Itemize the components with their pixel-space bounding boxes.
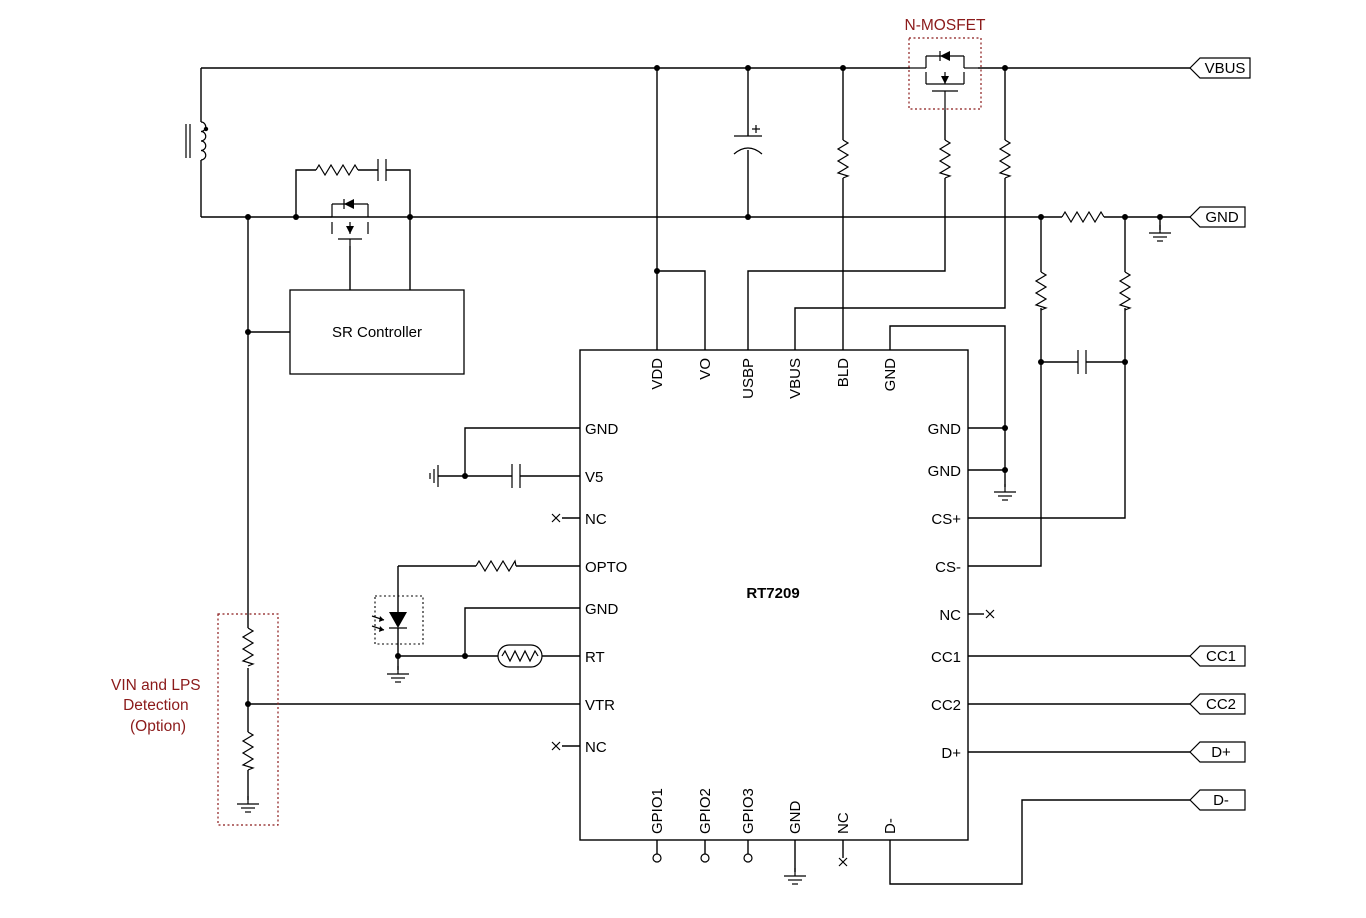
vin-upper-resistor (241, 627, 255, 667)
pin-cs-plus: CS+ (931, 511, 961, 528)
pin-vtr: VTR (585, 697, 615, 714)
cs-plus-resistor (1118, 271, 1132, 311)
n-mosfet-outline (908, 37, 982, 110)
pin-nc-right: NC (939, 607, 961, 624)
pin-rt: RT (585, 649, 605, 666)
svg-text:VBUS: VBUS (1205, 60, 1246, 77)
vbus-resistor (998, 139, 1012, 179)
opto-resistor (475, 559, 517, 573)
connector-cc2: CC2 (1189, 693, 1246, 715)
ntc-thermistor-icon (497, 644, 543, 668)
n-mosfet-icon (910, 51, 978, 110)
svg-text:CC2: CC2 (1206, 696, 1236, 713)
pin-nc-bottom: NC (835, 812, 852, 834)
chip-right-pins: GND GND CS+ CS- NC CC1 CC2 D+ (928, 421, 962, 762)
sense-resistor (1061, 210, 1105, 224)
pin-opto: OPTO (585, 559, 627, 576)
optocoupler-led-icon (371, 612, 407, 632)
bld-resistor (836, 139, 850, 179)
pin-gpio1: GPIO1 (649, 788, 666, 834)
pin-bld: BLD (835, 358, 852, 387)
snubber-resistor (315, 163, 359, 177)
pin-gnd-right-1: GND (928, 421, 962, 438)
gnd-icon-main (1148, 224, 1172, 242)
pin-gnd-left-1: GND (585, 421, 619, 438)
gpio-open-terminals (652, 853, 753, 863)
sr-controller-label: SR Controller (332, 324, 422, 341)
pin-d-minus: D- (882, 818, 899, 834)
pin-vo: VO (697, 358, 714, 380)
connector-d-plus: D+ (1189, 741, 1246, 763)
chip-top-pins: VDD VO USBP VBUS BLD GND (649, 358, 899, 399)
gate-resistor (938, 139, 952, 179)
svg-text:D+: D+ (1211, 744, 1231, 761)
sr-controller-box (289, 289, 465, 375)
cs-minus-resistor (1034, 271, 1048, 311)
pin-v5: V5 (585, 469, 603, 486)
gnd-icon-rt (386, 665, 410, 683)
gnd-icon-right-pins (993, 483, 1017, 501)
snubber-capacitor (377, 159, 387, 181)
vin-detection-label: VIN and LPS Detection (Option) (111, 677, 205, 735)
connector-gnd: GND (1189, 206, 1246, 228)
vin-lower-resistor (241, 731, 255, 771)
pin-vdd: VDD (649, 358, 666, 390)
pin-gpio3: GPIO3 (740, 788, 757, 834)
pin-cc1: CC1 (931, 649, 961, 666)
pin-cs-minus: CS- (935, 559, 961, 576)
pin-gnd-right-2: GND (928, 463, 962, 480)
sr-mosfet-icon (320, 199, 369, 246)
connector-cc1: CC1 (1189, 645, 1246, 667)
cs-filter-capacitor (1077, 350, 1087, 374)
rt7209-chip (579, 349, 969, 841)
pin-gnd-left-2: GND (585, 601, 619, 618)
bulk-capacitor-icon (733, 125, 763, 155)
pin-d-plus: D+ (941, 745, 961, 762)
svg-text:GND: GND (1205, 209, 1239, 226)
connector-vbus: VBUS (1189, 57, 1251, 79)
vin-detection-outline (217, 613, 279, 826)
connector-d-minus: D- (1189, 789, 1246, 811)
chip-left-pins: GND V5 NC OPTO GND RT VTR NC (585, 421, 627, 756)
wires (200, 67, 1190, 885)
pin-gpio2: GPIO2 (697, 788, 714, 834)
pin-gnd-top: GND (882, 358, 899, 392)
pin-nc-left-1: NC (585, 511, 607, 528)
pin-gnd-bottom: GND (787, 801, 804, 835)
v5-capacitor (511, 464, 521, 488)
optocoupler-outline (374, 595, 424, 645)
pin-cc2: CC2 (931, 697, 961, 714)
chip-name: RT7209 (746, 585, 799, 602)
gnd-icon-v5 (429, 465, 439, 487)
pin-vbus: VBUS (787, 358, 804, 399)
svg-text:CC1: CC1 (1206, 648, 1236, 665)
pin-usbp: USBP (740, 358, 757, 399)
gnd-icon-bottom (783, 867, 807, 885)
transformer-icon (185, 121, 209, 161)
chip-bottom-pins: GPIO1 GPIO2 GPIO3 GND NC D- (649, 788, 899, 834)
pin-nc-left-2: NC (585, 739, 607, 756)
n-mosfet-label: N-MOSFET (905, 17, 986, 34)
nc-marks (551, 513, 995, 867)
junctions (245, 65, 1163, 707)
svg-text:D-: D- (1213, 792, 1229, 809)
gnd-icon-vin (236, 795, 260, 813)
